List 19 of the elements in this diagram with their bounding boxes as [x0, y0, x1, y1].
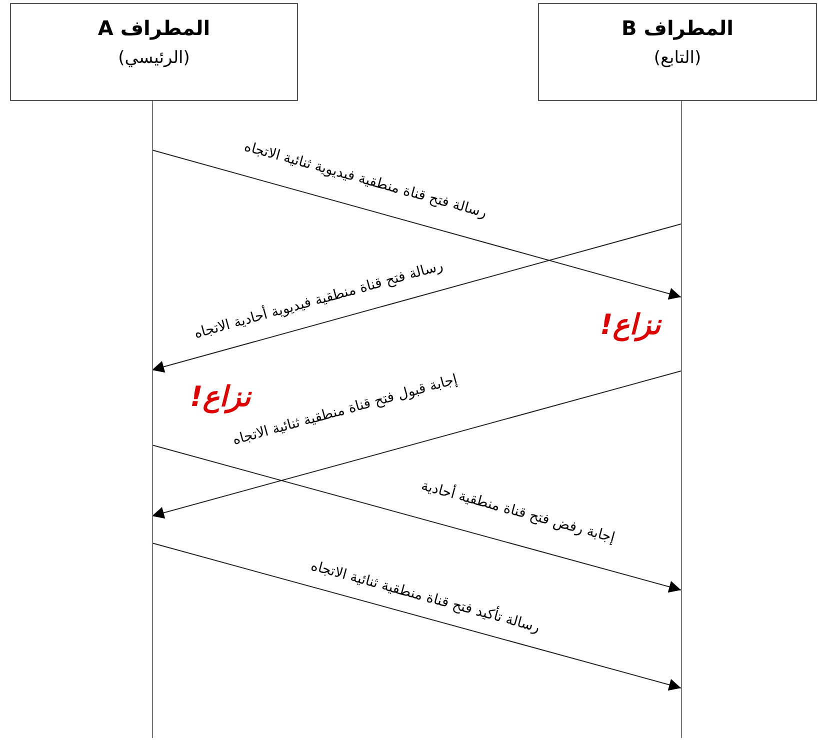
edge-label: رسالة تأكيد فتح قناة منطقية ثنائية الاتجاه — [308, 558, 541, 636]
conflict-note: نزاع! — [190, 380, 250, 413]
message-arrow — [152, 150, 682, 300]
message-arrow — [152, 542, 682, 691]
edge-label: رسالة فتح قناة منطقية فيديوية ثنائية الاتجاه — [242, 138, 488, 222]
participant-role: (الرئيسي) — [117, 48, 191, 68]
lifeline — [152, 101, 153, 738]
participant-box — [10, 3, 298, 101]
message-arrow — [152, 444, 682, 593]
participant-name: المطراف A — [96, 16, 212, 40]
lifeline — [681, 101, 682, 738]
edge-label: رسالة فتح قناة منطقية فيديوية أحادية الاتجاه — [192, 258, 444, 342]
edge-label: إجابة رفض فتح قناة منطقية أحادية — [419, 478, 617, 546]
message-arrow — [152, 370, 682, 519]
participant-box — [538, 3, 817, 101]
participant-name: المطراف B — [620, 16, 734, 40]
conflict-note: نزاع! — [600, 308, 660, 341]
participant-role: (التابع) — [652, 48, 702, 68]
message-arrow — [152, 224, 682, 373]
